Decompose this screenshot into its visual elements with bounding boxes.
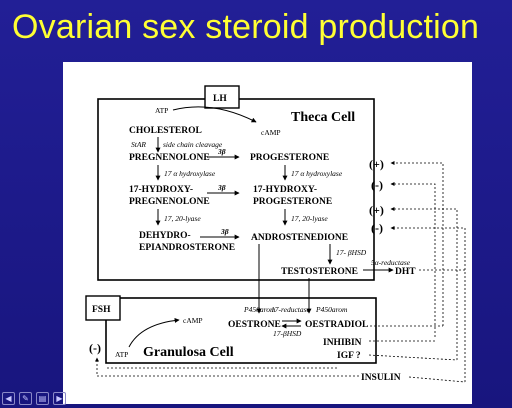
5a-reductase: 5α-reductase xyxy=(371,258,411,267)
atp-camp-arrow-theca xyxy=(172,106,257,123)
aromatase-left: P450arom xyxy=(243,305,276,314)
oh-progesterone-1: 17-HYDROXY- xyxy=(253,185,317,195)
atp-theca: ATP xyxy=(155,106,168,115)
pen-tool-icon[interactable]: ✎ xyxy=(19,392,32,405)
oh-progesterone-2: PROGESTERONE xyxy=(253,197,332,207)
granulosa-cell-box xyxy=(105,297,377,364)
feedback-line-plus-1 xyxy=(390,161,444,326)
insulin: INSULIN xyxy=(361,373,401,383)
sign-minus-fsh: (-) xyxy=(89,341,101,355)
progesterone: PROGESTERONE xyxy=(250,153,329,163)
next-slide-icon[interactable]: ▶ xyxy=(53,392,66,405)
fsh-label: FSH xyxy=(92,305,111,315)
sign-minus-1: (-) xyxy=(371,178,383,192)
oestrone: OESTRONE xyxy=(228,320,281,330)
feedback-line-minus-1 xyxy=(390,182,436,337)
granulosa-cell-label: Granulosa Cell xyxy=(143,345,234,360)
lyase-left: 17, 20-lyase xyxy=(164,214,201,223)
feedback-line-minus-2 xyxy=(390,226,466,382)
reductase-17: 17-reductase xyxy=(271,305,311,314)
sign-plus-2: (+) xyxy=(369,203,384,217)
igf: IGF ? xyxy=(337,351,361,361)
hydroxylase-left: 17 α hydroxylase xyxy=(164,169,216,178)
step-3b-2: 3β xyxy=(217,183,226,192)
oestradiol: OESTRADIOL xyxy=(305,320,368,330)
cholesterol: CHOLESTEROL xyxy=(129,126,202,136)
step-3b-3: 3β xyxy=(220,227,229,236)
sign-minus-2: (-) xyxy=(371,221,383,235)
step-3b-1: 3β xyxy=(217,147,226,156)
androstenedione: ANDROSTENEDIONE xyxy=(251,233,348,243)
insulin-feedback-loop xyxy=(95,357,359,377)
oh-pregnenolone-2: PREGNENOLONE xyxy=(129,197,210,207)
slide-menu-icon[interactable]: ▤ xyxy=(36,392,49,405)
lyase-right: 17, 20-lyase xyxy=(291,214,328,223)
lh-box xyxy=(204,85,240,109)
dht: DHT xyxy=(395,267,416,277)
oh-pregnenolone-1: 17-HYDROXY- xyxy=(129,185,193,195)
theca-cell-label: Theca Cell xyxy=(291,110,355,125)
sign-plus-1: (+) xyxy=(369,157,384,171)
aromatase-right: P450arom xyxy=(315,305,348,314)
presentation-toolbar: ◀ ✎ ▤ ▶ xyxy=(2,392,66,406)
feedback-line-plus-2 xyxy=(390,207,458,360)
slide-title: Ovarian sex steroid production xyxy=(12,8,480,46)
hydroxylase-right: 17 α hydroxylase xyxy=(291,169,343,178)
atp-granulosa: ATP xyxy=(115,350,128,359)
side-chain-cleavage: side chain cleavage xyxy=(163,140,223,149)
star-label: StAR xyxy=(131,140,146,149)
hsd-theca: 17- βHSD xyxy=(336,248,367,257)
dhea-2: EPIANDROSTERONE xyxy=(139,243,235,253)
atp-camp-arrow-granulosa xyxy=(128,317,180,348)
previous-slide-icon[interactable]: ◀ xyxy=(2,392,15,405)
hsd-granulosa: 17-βHSD xyxy=(273,329,302,338)
lh-label: LH xyxy=(213,94,227,104)
diagram-panel: LH Theca Cell ATP cAMP CHOLESTEROL StAR … xyxy=(63,62,472,404)
camp-granulosa: cAMP xyxy=(183,316,203,325)
fsh-box xyxy=(85,295,121,321)
inhibin: INHIBIN xyxy=(323,338,362,348)
camp-theca: cAMP xyxy=(261,128,281,137)
line-insulin-out xyxy=(408,376,466,383)
steroidogenesis-diagram: LH Theca Cell ATP cAMP CHOLESTEROL StAR … xyxy=(85,85,466,383)
dhea-1: DEHYDRO- xyxy=(139,231,191,241)
pregnenolone: PREGNENOLONE xyxy=(129,153,210,163)
testosterone: TESTOSTERONE xyxy=(281,267,358,277)
line-igf-out xyxy=(368,354,458,361)
